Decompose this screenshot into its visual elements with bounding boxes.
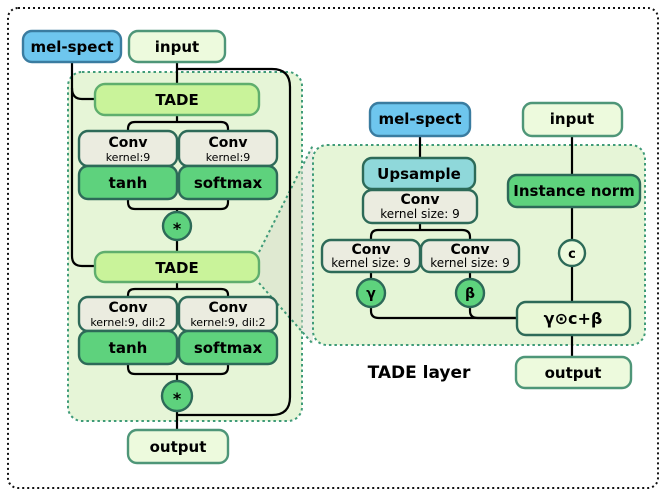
zoom-lens <box>259 145 313 344</box>
tade-layer-caption: TADE layer <box>368 363 471 383</box>
multiply1-node <box>161 210 193 242</box>
mel-spect-right-box <box>368 101 472 138</box>
input-right-label: input <box>550 110 594 128</box>
tanh2-label: tanh <box>109 339 148 357</box>
instance-norm-block <box>506 173 642 209</box>
gamma-node <box>355 277 387 309</box>
multiply1-label: * <box>173 219 182 238</box>
conv-gamma-title: Conv <box>352 242 391 258</box>
conv1-right-title: Conv <box>209 135 248 151</box>
mel-spect-left-label: mel-spect <box>30 38 113 56</box>
tanh2-block <box>77 329 179 366</box>
softmax1-block <box>177 164 279 201</box>
conv-beta-sub: kernel size: 9 <box>430 256 510 270</box>
conv-beta-title: Conv <box>451 242 490 258</box>
wire-gamma-to-affine <box>369 307 517 320</box>
tanh1-block <box>77 164 179 201</box>
conv1-left-title: Conv <box>109 135 148 151</box>
zoom-lens-top-edge <box>258 144 314 253</box>
wire-skip-connection <box>177 67 292 417</box>
conv2-left-sub: kernel:9, dil:2 <box>90 316 165 329</box>
output-left-box <box>126 428 230 465</box>
tade1-label: TADE <box>155 91 198 109</box>
softmax1-label: softmax <box>194 174 263 192</box>
affine-transform-label: γ⊙c+β <box>544 309 603 328</box>
mel-spect-right-label: mel-spect <box>378 110 461 128</box>
conv2-right-title: Conv <box>209 300 248 316</box>
conv-top-block <box>361 188 479 225</box>
tade2-block <box>93 250 261 284</box>
affine-transform-block <box>515 300 632 337</box>
instance-norm-label: Instance norm <box>513 182 634 200</box>
conv1-right-sub: kernel:9 <box>206 151 251 164</box>
wire-fork-right <box>369 228 472 240</box>
conv-gamma-sub: kernel size: 9 <box>331 256 411 270</box>
upsample-label: Upsample <box>377 165 461 183</box>
conv-top-sub: kernel size: 9 <box>380 207 460 221</box>
concat-node <box>557 238 587 268</box>
beta-node <box>454 277 486 309</box>
conv-top-title: Conv <box>401 192 440 208</box>
multiply2-node <box>160 379 194 413</box>
wire-fork1 <box>126 120 230 131</box>
tade2-label: TADE <box>155 259 198 277</box>
wire-beta-to-affine <box>468 307 517 320</box>
concat-label: c <box>568 247 576 262</box>
wire-fork2 <box>126 287 230 297</box>
input-right-box <box>521 101 624 138</box>
output-right-box <box>514 355 633 390</box>
conv1-left-sub: kernel:9 <box>106 151 151 164</box>
mel-spect-left-box <box>21 29 123 64</box>
softmax2-block <box>177 329 279 366</box>
gamma-label: γ <box>366 286 376 302</box>
multiply2-label: * <box>173 389 182 408</box>
conv2-left-title: Conv <box>109 300 148 316</box>
softmax2-label: softmax <box>194 339 263 357</box>
input-left-label: input <box>155 38 199 56</box>
conv-beta-block <box>419 238 521 274</box>
output-right-label: output <box>545 364 602 382</box>
tade1-block <box>93 82 261 117</box>
zoom-lens-bottom-edge <box>258 282 314 345</box>
input-left-box <box>127 29 227 64</box>
tanh1-label: tanh <box>109 174 148 192</box>
wire-melspect-to-tade1 <box>70 87 95 101</box>
wire-melspect-trunk <box>70 62 95 268</box>
beta-label: β <box>465 286 475 302</box>
output-left-label: output <box>150 438 207 456</box>
conv2-right-sub: kernel:9, dil:2 <box>190 316 265 329</box>
